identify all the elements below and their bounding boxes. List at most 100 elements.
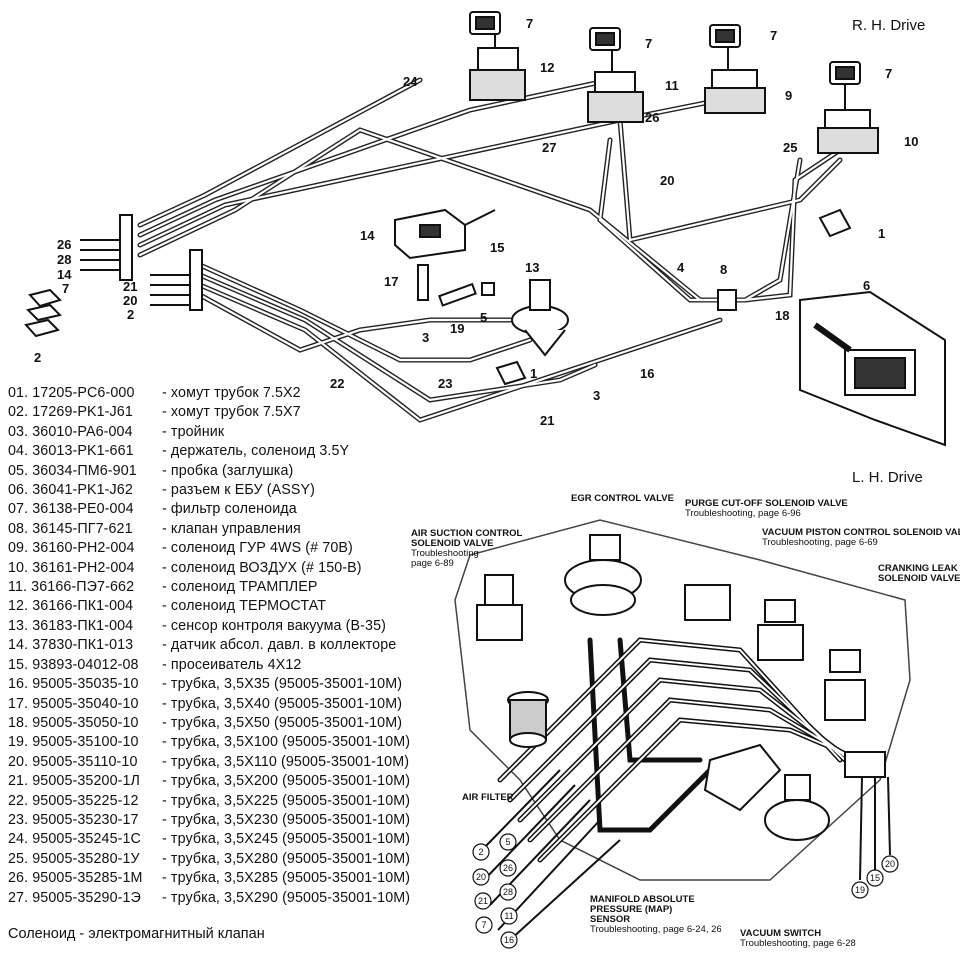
part-number: 20. 95005-35110-10 bbox=[8, 753, 138, 770]
lh-circle: 7 bbox=[475, 916, 493, 934]
footer-note: Соленоид - электромагнитный клапан bbox=[8, 926, 265, 942]
part-row: 10. 36161-PH2-004- соленоид ВОЗДУХ (# 15… bbox=[8, 559, 448, 578]
egr-label: EGR CONTROL VALVE bbox=[571, 493, 674, 504]
lh-drive-diagram bbox=[454, 519, 911, 941]
part-number: 27. 95005-35290-1Э bbox=[8, 889, 141, 906]
part-row: 22. 95005-35225-12- трубка, 3,5X225 (950… bbox=[8, 792, 448, 811]
svg-text:15: 15 bbox=[870, 873, 880, 883]
lh-circle: 5 bbox=[499, 833, 517, 851]
svg-text:19: 19 bbox=[855, 885, 865, 895]
part-number: 13. 36183-ПК1-004 bbox=[8, 617, 134, 634]
rh-callout: 18 bbox=[775, 308, 789, 323]
rh-callout: 25 bbox=[783, 140, 797, 155]
part-description: - держатель, соленоид 3.5Y bbox=[162, 443, 350, 460]
rh-callout: 10 bbox=[904, 134, 918, 149]
part-description: - фильтр соленоида bbox=[162, 501, 297, 518]
part-number: 07. 36138-PE0-004 bbox=[8, 501, 134, 518]
map-sensor-icon bbox=[703, 743, 782, 812]
vacuum-piston-solenoid-icon bbox=[757, 599, 804, 661]
part-row: 26. 95005-35285-1М- трубка, 3,5X285 (950… bbox=[8, 869, 448, 888]
part-number: 23. 95005-35230-17 bbox=[8, 811, 139, 828]
rh-callout: 7 bbox=[526, 16, 533, 31]
svg-text:16: 16 bbox=[504, 935, 514, 945]
part-description: - просеиватель 4X12 bbox=[162, 656, 302, 673]
rh-callout: 3 bbox=[422, 330, 429, 345]
part-description: - трубка, 3,5X245 (95005-35001-10M) bbox=[162, 831, 411, 848]
svg-text:20: 20 bbox=[476, 872, 486, 882]
part-row: 07. 36138-PE0-004 - фильтр соленоида bbox=[8, 500, 448, 519]
rh-callout: 19 bbox=[450, 321, 464, 336]
air-filter-icon bbox=[507, 691, 549, 748]
part-number: 18. 95005-35050-10 bbox=[8, 714, 139, 731]
part-number: 19. 95005-35100-10 bbox=[8, 734, 139, 751]
solenoid-11-icon bbox=[587, 27, 644, 123]
part-description: - соленоид ТЕРМОСТАТ bbox=[162, 598, 327, 615]
rh-callout: 9 bbox=[785, 88, 792, 103]
rh-callout: 20 bbox=[660, 173, 674, 188]
part-row: 27. 95005-35290-1Э - трубка, 3,5X290 (950… bbox=[8, 889, 448, 908]
rh-callout: 7 bbox=[645, 36, 652, 51]
part-row: 24. 95005-35245-1С- трубка, 3,5X245 (950… bbox=[8, 830, 448, 849]
part-number: 14. 37830-ПК1-013 bbox=[8, 637, 134, 654]
part-number: 03. 36010-PA6-004 bbox=[8, 423, 133, 440]
part-row: 20. 95005-35110-10 - трубка, 3,5X110 (950… bbox=[8, 753, 448, 772]
part-row: 23. 95005-35230-17 - трубка, 3,5X230 (950… bbox=[8, 811, 448, 830]
part-row: 04. 36013-PK1-661 - держатель, соленоид 3… bbox=[8, 442, 448, 461]
rh-callout: 2 bbox=[127, 307, 134, 322]
part-number: 17. 95005-35040-10 bbox=[8, 695, 139, 712]
rh-callout: 1 bbox=[878, 226, 885, 241]
air-filter-label: AIR FILTER bbox=[462, 792, 514, 803]
vac-piston-label: VACUUM PISTON CONTROL SOLENOID VALVE bbox=[762, 527, 960, 538]
part-description: - трубка, 3,5X230 (95005-35001-10M) bbox=[162, 811, 411, 828]
lh-circle: 16 bbox=[500, 931, 518, 949]
part-row: 14. 37830-ПК1-013- датчик абсол. давл. в… bbox=[8, 636, 448, 655]
clamp-1b-icon bbox=[495, 360, 527, 386]
purge-label: PURGE CUT-OFF SOLENOID VALVE bbox=[685, 498, 848, 509]
egr-valve-icon bbox=[564, 534, 642, 616]
part-number: 04. 36013-PK1-661 bbox=[8, 443, 134, 460]
part-row: 08. 36145-ПГ7-621- клапан управления bbox=[8, 520, 448, 539]
part-number: 26. 95005-35285-1М bbox=[8, 870, 143, 887]
part-number: 08. 36145-ПГ7-621 bbox=[8, 520, 133, 537]
purge-ts: Troubleshooting, page 6-96 bbox=[685, 508, 801, 519]
part-description: - тройник bbox=[162, 423, 225, 440]
valve-8-icon bbox=[717, 289, 737, 311]
lh-circle: 19 bbox=[851, 881, 869, 899]
rh-callout: 1 bbox=[530, 366, 537, 381]
svg-text:26: 26 bbox=[503, 863, 513, 873]
ecu-connector-6-icon bbox=[799, 290, 946, 447]
rh-callout: 28 bbox=[57, 252, 71, 267]
vac-switch-label: VACUUM SWITCH bbox=[740, 928, 821, 939]
part-description: - соленоид ТРАМПЛЕР bbox=[162, 579, 318, 596]
part-description: - трубка, 3,5X110 (95005-35001-10M) bbox=[162, 753, 410, 770]
part-description: - трубка, 3,5X40 (95005-35001-10M) bbox=[162, 695, 403, 712]
map-sensor-14-icon bbox=[394, 208, 496, 260]
tube-19-icon bbox=[438, 282, 477, 307]
lh-circles: 2 5 20 26 21 28 7 11 16 19 15 20 bbox=[472, 833, 899, 949]
hose-joint-icon bbox=[844, 751, 886, 778]
part-row: 05. 36034-ПМ6-901- пробка (заглушка) bbox=[8, 462, 448, 481]
map-label: PRESSURE (MAP) bbox=[590, 904, 672, 915]
rh-callout: 12 bbox=[540, 60, 554, 75]
rh-callout: 14 bbox=[57, 267, 72, 282]
rh-callout: 4 bbox=[677, 260, 685, 275]
rh-callout: 21 bbox=[123, 279, 137, 294]
part-number: 25. 95005-35280-1У bbox=[8, 850, 140, 867]
solenoid-10-icon bbox=[817, 61, 879, 154]
rh-callout: 16 bbox=[640, 366, 654, 381]
purge-solenoid-icon bbox=[684, 584, 731, 621]
part-number: 11. 36166-ПЭ7-662 bbox=[8, 579, 135, 596]
part-row: 06. 36041-PK1-J62- разъем к ЕБУ (ASSY) bbox=[8, 481, 448, 500]
rh-callout: 5 bbox=[480, 310, 487, 325]
rh-callout: 15 bbox=[490, 240, 504, 255]
lh-drive-header: L. H. Drive bbox=[852, 469, 923, 486]
rh-drive-header: R. H. Drive bbox=[852, 17, 925, 34]
part-number: 06. 36041-PK1-J62 bbox=[8, 482, 133, 499]
clamp-2-icon bbox=[24, 288, 62, 338]
part-description: - трубка, 3,5X100 (95005-35001-10M) bbox=[162, 734, 411, 751]
part-description: - трубка, 3,5X290 (95005-35001-10M) bbox=[162, 889, 411, 906]
map-label: SENSOR bbox=[590, 914, 630, 925]
air-suction-solenoid-icon bbox=[476, 574, 523, 641]
part-number: 05. 36034-ПМ6-901 bbox=[8, 462, 137, 479]
vacuum-switch-icon bbox=[764, 774, 830, 841]
